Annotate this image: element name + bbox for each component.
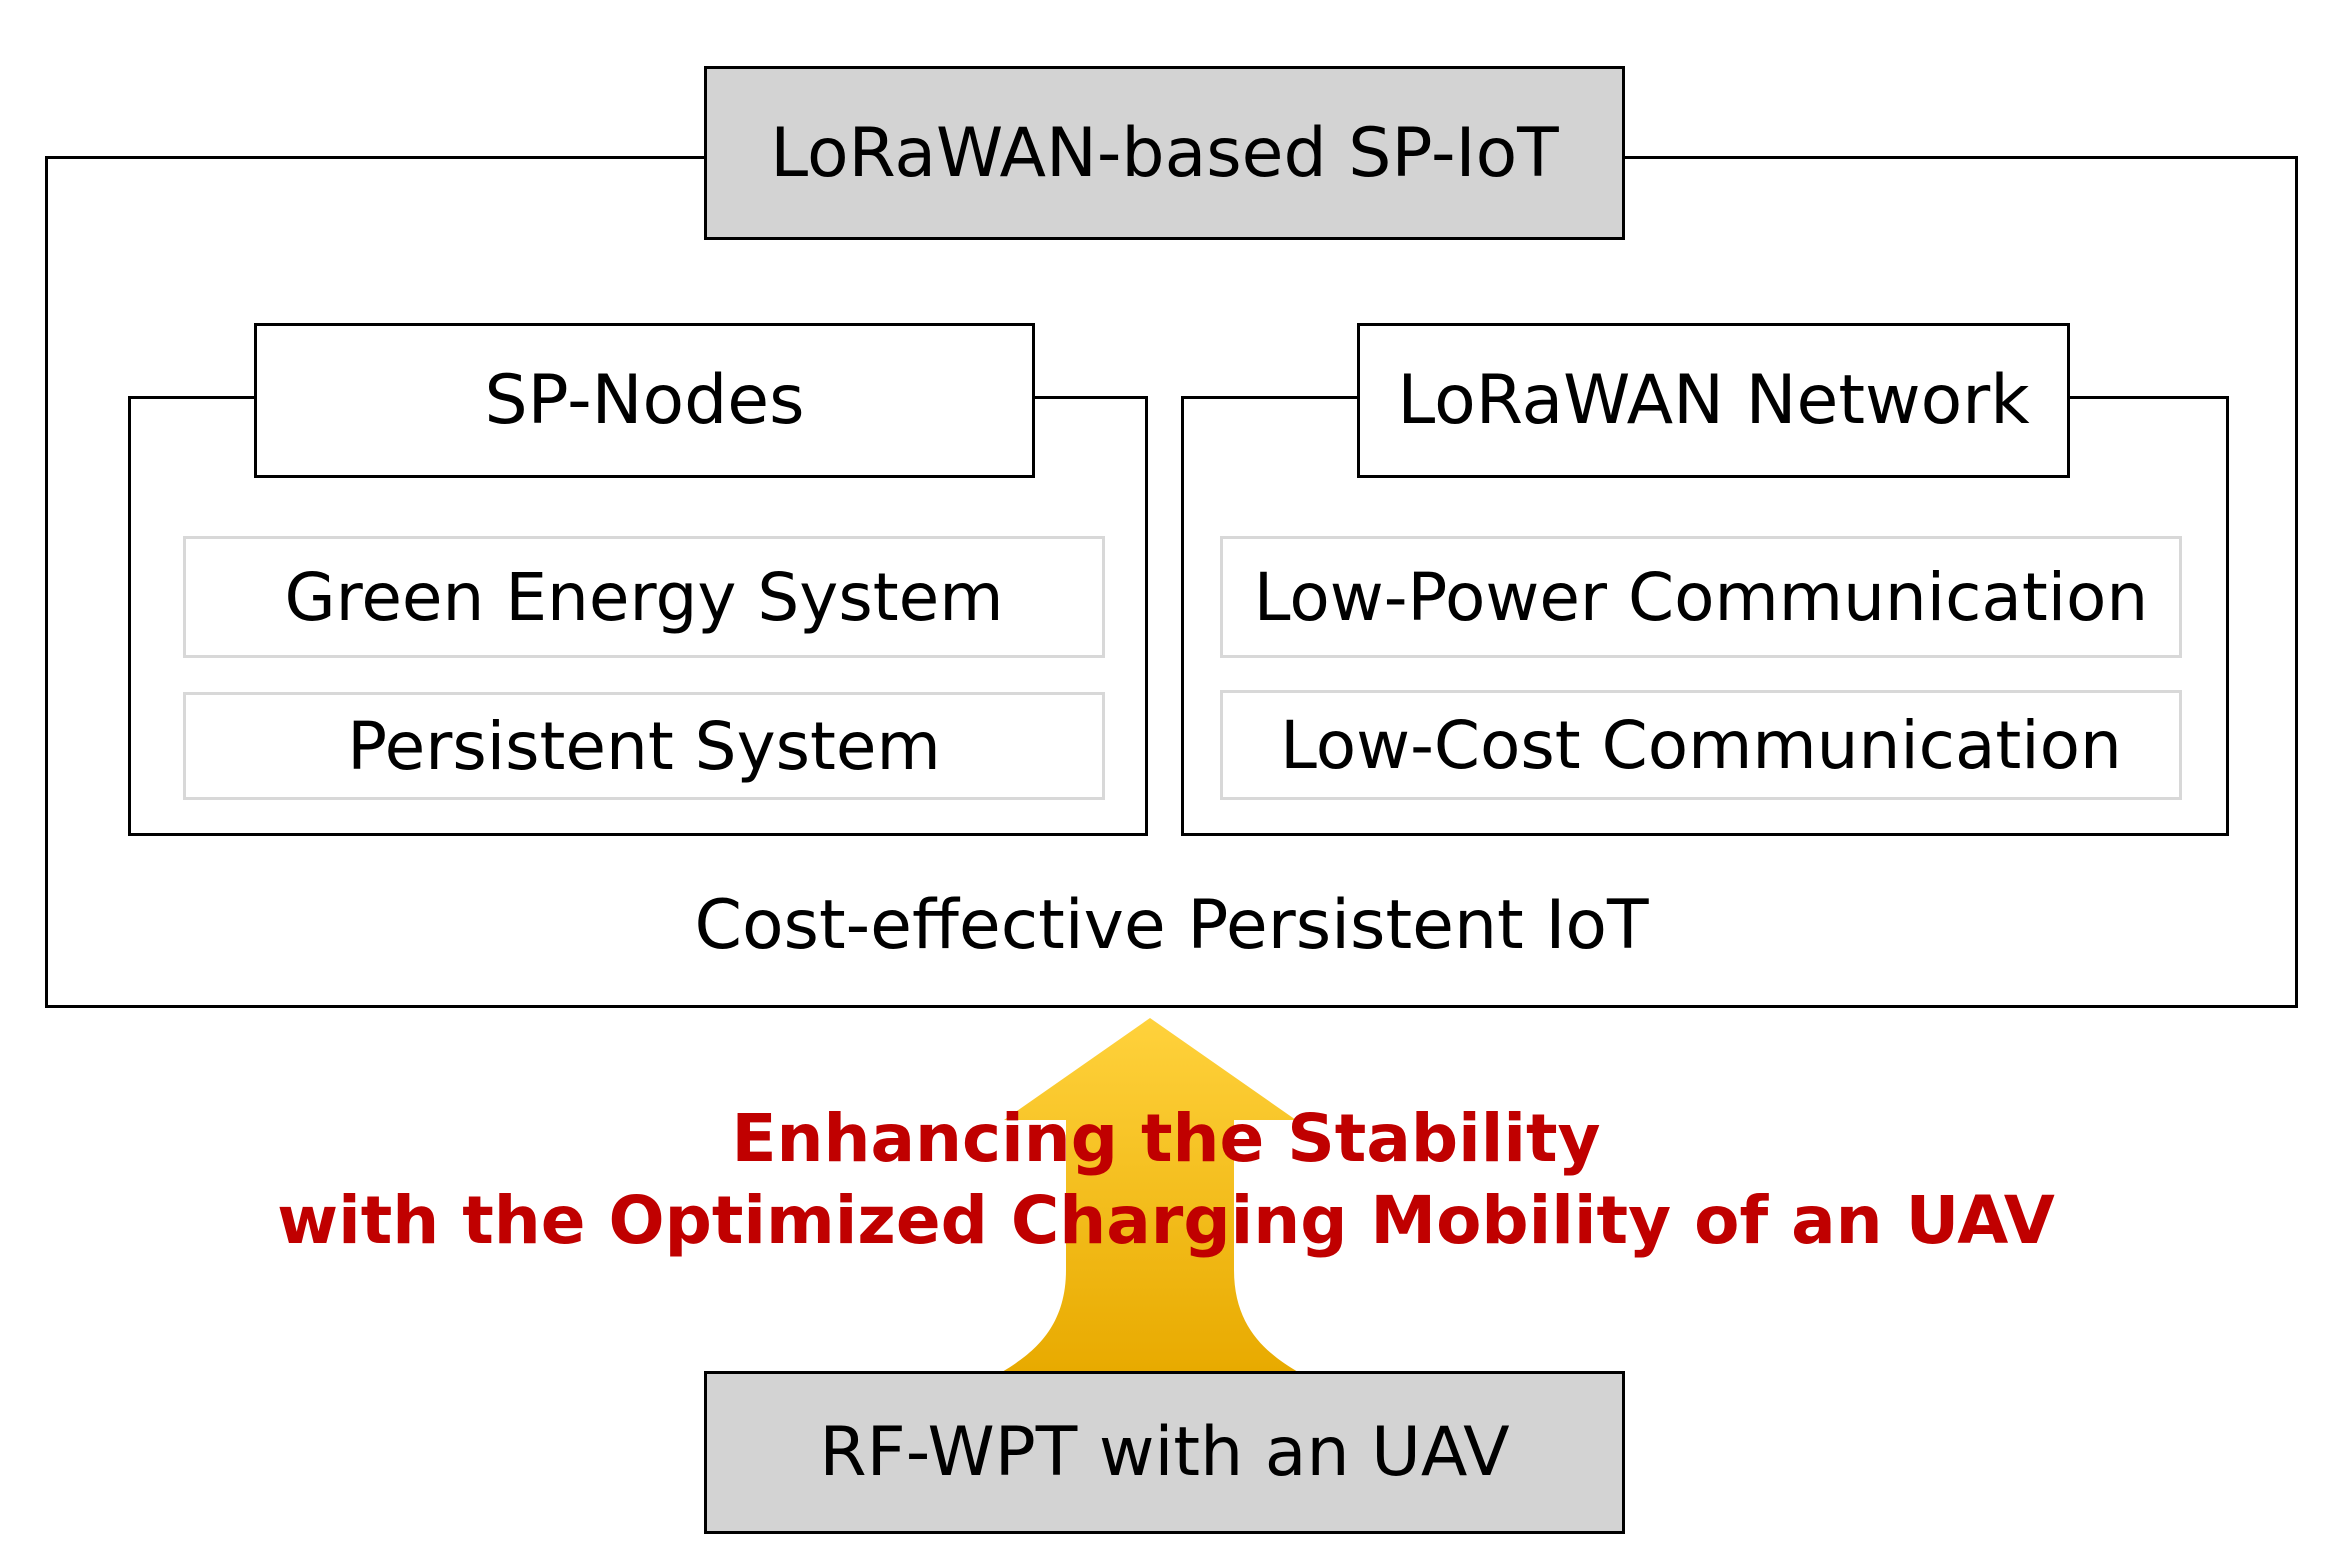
persistent-system-box: Persistent System [183,692,1105,800]
upward-arrow-icon [1002,1018,1298,1372]
lorawan-network-title-box: LoRaWAN Network [1357,323,2070,478]
caption-row: Cost-effective Persistent IoT [45,880,2298,970]
enhancement-line-1: Enhancing the Stability [731,1100,1601,1177]
low-cost-communication-box: Low-Cost Communication [1220,690,2182,800]
cost-effective-caption: Cost-effective Persistent IoT [694,885,1649,965]
rf-wpt-box: RF-WPT with an UAV [704,1371,1625,1534]
sp-iot-title-box: LoRaWAN-based SP-IoT [704,66,1625,240]
sp-nodes-title: SP-Nodes [484,361,805,440]
low-power-communication-box: Low-Power Communication [1220,536,2182,658]
sp-iot-title: LoRaWAN-based SP-IoT [770,113,1559,193]
green-energy-system-label: Green Energy System [284,558,1004,636]
arrow-shape [1002,1018,1298,1372]
low-cost-communication-label: Low-Cost Communication [1280,706,2122,784]
enhancement-text: Enhancing the Stability with the Optimiz… [0,1098,2332,1268]
persistent-system-label: Persistent System [347,707,941,785]
enhancement-line-2: with the Optimized Charging Mobility of … [277,1182,2055,1259]
lorawan-network-title: LoRaWAN Network [1397,361,2030,440]
sp-nodes-title-box: SP-Nodes [254,323,1035,478]
low-power-communication-label: Low-Power Communication [1253,558,2149,636]
green-energy-system-box: Green Energy System [183,536,1105,658]
rf-wpt-title: RF-WPT with an UAV [819,1413,1510,1492]
